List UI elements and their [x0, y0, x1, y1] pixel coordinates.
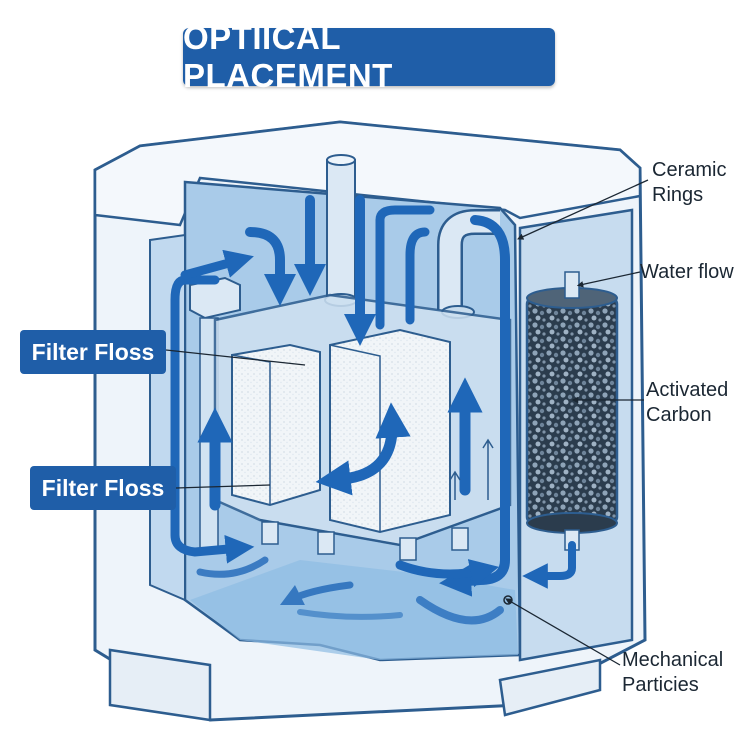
ceramic-rings-line-1: Ceramic [652, 159, 727, 181]
mechanical-particles-pointer [503, 595, 513, 605]
mechanical-particles-line-2: Particies [622, 674, 699, 696]
ceramic-rings-line-2: Rings [652, 184, 704, 206]
filter-floss-label-top-text: Filter Floss [31, 338, 155, 365]
page-title: OPTIICAL PLACEMENT [183, 19, 393, 94]
activated-carbon-line-2: Carbon [646, 404, 712, 426]
filter-floss-label-bottom: Filter Floss [30, 466, 176, 510]
mechanical-particles-label: Mechanical Particies [622, 648, 723, 698]
activated-carbon-line-1: Activated [646, 379, 729, 401]
leader-lines [165, 179, 649, 666]
activated-carbon-label: Activated Carbon [646, 378, 728, 428]
title-banner: OPTIICAL PLACEMENT [183, 19, 555, 94]
filter-floss-label-bottom-text: Filter Floss [41, 474, 165, 501]
small-flow-arrows [449, 438, 494, 500]
left-sponge-block [231, 343, 321, 507]
carbon-canister [525, 271, 619, 551]
flow-arrows [170, 195, 576, 625]
filter-floss-label-top: Filter Floss [20, 330, 166, 374]
water-flow-label: Water flow [640, 260, 734, 285]
intake-pipe [324, 154, 358, 307]
ceramic-rings-label: Ceramic Rings [652, 158, 726, 208]
mechanical-particles-line-1: Mechanical [622, 649, 724, 671]
water-flow-text: Water flow [640, 261, 734, 283]
